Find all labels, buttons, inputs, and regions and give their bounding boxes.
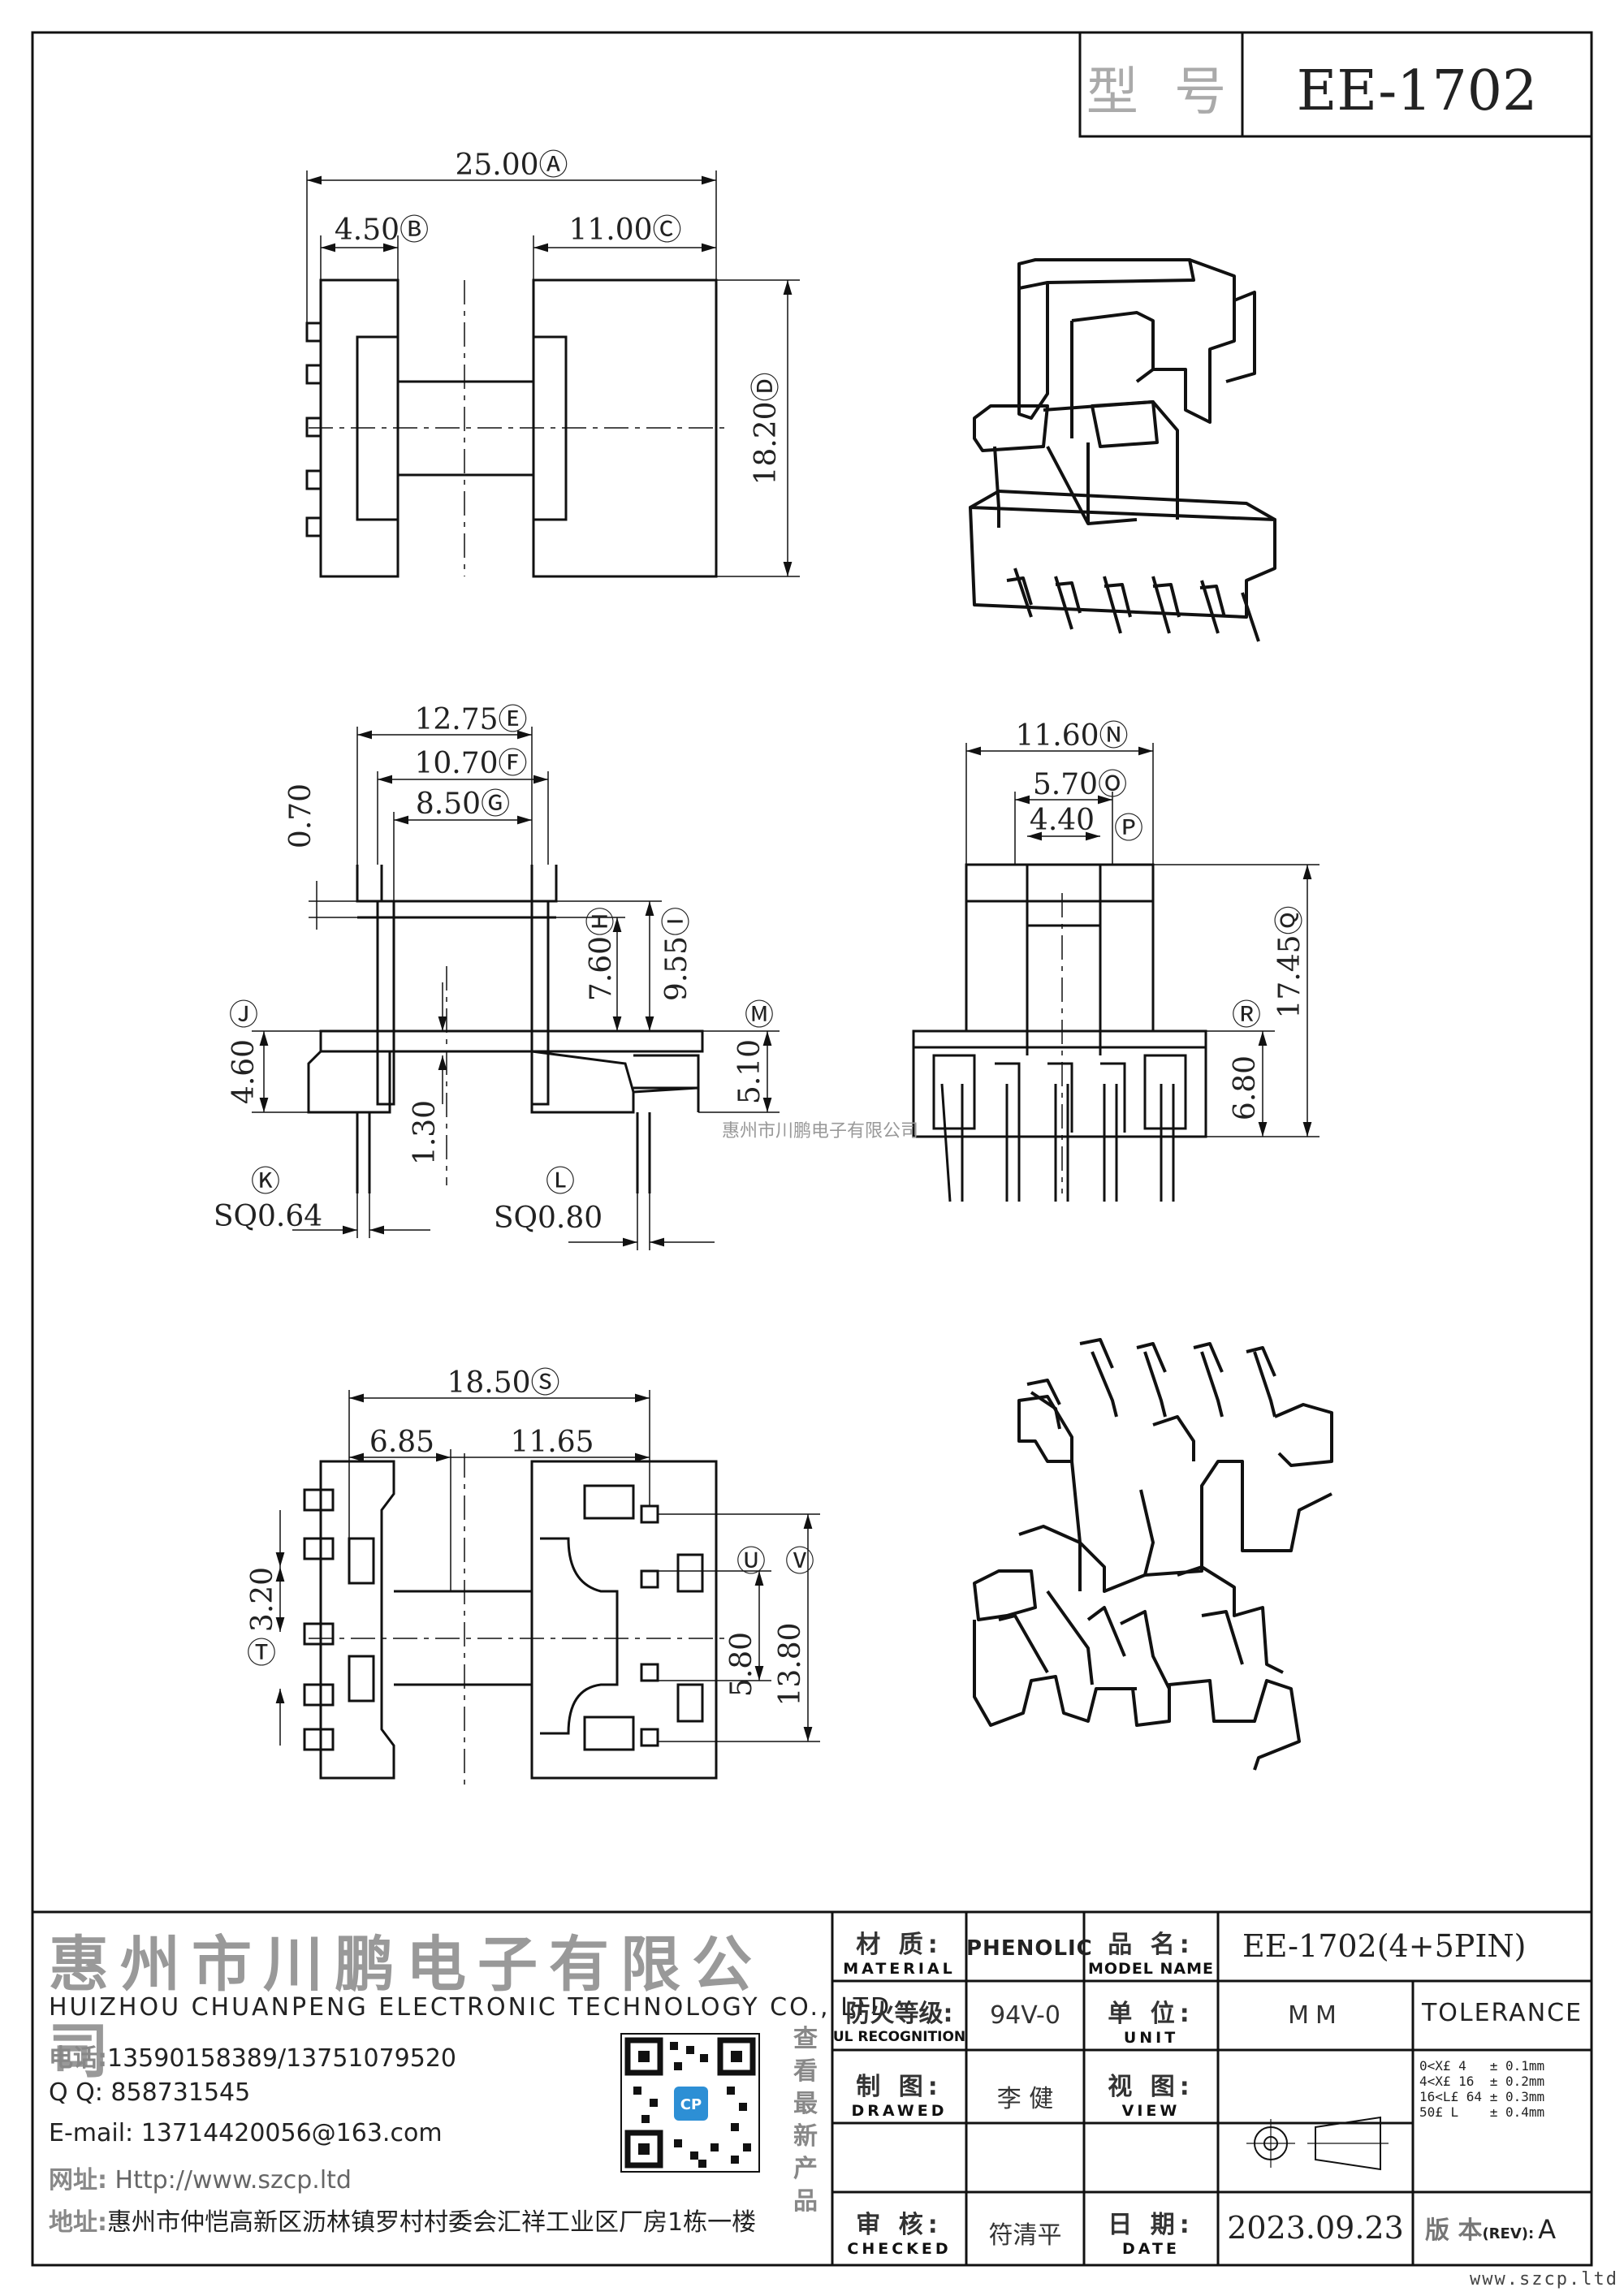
ul-label: 防火等级: UL RECOGNITION xyxy=(832,2000,966,2045)
iso-view-bottom xyxy=(973,1338,1333,1771)
address-label: 地址: xyxy=(49,2208,107,2237)
address-row: 地址:惠州市仲恺高新区沥林镇罗村村委会汇祥工业区厂房1栋一楼 xyxy=(49,2202,756,2238)
dim-320: 3.20 xyxy=(246,1567,279,1632)
dim-070: 0.70 xyxy=(284,783,317,848)
dim-685: 6.85 xyxy=(369,1426,434,1459)
date-value: 2023.09.23 xyxy=(1227,2210,1404,2246)
dim-r-marker: Ⓡ xyxy=(1232,999,1261,1032)
tolerance-row: 0<X£ 4 ± 0.1mm xyxy=(1419,2058,1545,2074)
drawed-value: 李 健 xyxy=(996,2085,1054,2113)
dim-a: 25.00Ⓐ xyxy=(455,149,568,182)
ul-value: 94V-0 xyxy=(990,2001,1060,2030)
dim-l-marker: Ⓛ xyxy=(546,1165,575,1198)
dim-s: 18.50Ⓢ xyxy=(447,1366,559,1400)
tolerance-table: 0<X£ 4 ± 0.1mm 4<X£ 16 ± 0.2mm 16<L£ 64 … xyxy=(1419,2058,1590,2120)
dim-u-marker: Ⓤ xyxy=(736,1545,766,1578)
dim-c: 11.00Ⓒ xyxy=(568,214,681,247)
address-value: 惠州市仲恺高新区沥林镇罗村村委会汇祥工业区厂房1栋一楼 xyxy=(107,2208,757,2237)
date-label: 日 期: DATE xyxy=(1108,2211,1194,2258)
drawed-label: 制 图: DRAWED xyxy=(851,2073,948,2120)
view-label: 视 图: VIEW xyxy=(1108,2073,1194,2120)
dim-1165: 11.65 xyxy=(510,1426,594,1459)
qr-caption: 查看最新产品 xyxy=(793,2025,818,2216)
phone-value: 13590158389/13751079520 xyxy=(107,2044,457,2073)
dim-sq080: SQ0.80 xyxy=(494,1202,603,1235)
watermark: 惠州市川鹏电子有限公司 xyxy=(722,1121,918,1142)
company-name-en: HUIZHOU CHUANPENG ELECTRONIC TECHNOLOGY … xyxy=(49,1993,892,2022)
dim-j-marker: Ⓙ xyxy=(229,999,258,1032)
company-name-cn: 惠州市川鹏电子有限公司 xyxy=(49,1930,763,2087)
dim-q: 17.45Ⓠ xyxy=(1273,905,1307,1018)
tolerance-row: 16<L£ 64 ± 0.3mm xyxy=(1419,2089,1545,2104)
model-name-label: 品 名: MODEL NAME xyxy=(1087,1931,1215,1978)
checked-label: 审 核: CHECKED xyxy=(847,2211,952,2258)
qr-badge: CP xyxy=(680,2096,702,2113)
dim-d: 18.20Ⓓ xyxy=(749,372,783,485)
front-view xyxy=(912,743,1320,1202)
qq-value: 858731545 xyxy=(110,2078,251,2107)
revision: 版 本(REV): A xyxy=(1425,2210,1592,2246)
rev-value: A xyxy=(1538,2214,1557,2245)
dim-o: 5.70Ⓞ xyxy=(1033,768,1127,801)
dim-k-marker: Ⓚ xyxy=(251,1165,280,1198)
tolerance-row: 4<X£ 16 ± 0.2mm xyxy=(1419,2074,1545,2089)
dim-680: 6.80 xyxy=(1229,1055,1262,1120)
dim-m-marker: Ⓜ xyxy=(745,999,774,1032)
dim-sq064: SQ0.64 xyxy=(214,1200,322,1233)
dim-h: 7.60Ⓗ xyxy=(585,907,618,1001)
rev-label-en: (REV): xyxy=(1482,2225,1535,2242)
dim-v-marker: Ⓥ xyxy=(785,1545,814,1578)
unit-label: 单 位: UNIT xyxy=(1108,2000,1194,2047)
email-row: E-mail: 13714420056@163.com xyxy=(49,2119,443,2147)
side-view xyxy=(252,727,780,1250)
iso-view-top xyxy=(969,258,1276,642)
email-label: E-mail: xyxy=(49,2119,134,2147)
dim-g: 8.50Ⓖ xyxy=(416,788,510,821)
bottom-view xyxy=(275,1390,820,1786)
dim-b: 4.50Ⓑ xyxy=(335,214,429,247)
top-view xyxy=(305,170,800,578)
sheet-border xyxy=(31,31,1593,2267)
qq-label: Q Q: xyxy=(49,2078,103,2107)
unit-value: MM xyxy=(1288,2001,1343,2030)
material-value: PHENOLIC xyxy=(966,1936,1093,1961)
dim-580: 5.80 xyxy=(725,1632,758,1697)
dim-510: 5.10 xyxy=(733,1039,767,1104)
dim-i: 9.55Ⓘ xyxy=(660,907,693,1001)
qq-row: Q Q: 858731545 xyxy=(49,2078,250,2107)
checked-value: 符清平 xyxy=(988,2221,1062,2250)
dim-460: 4.60 xyxy=(227,1039,261,1104)
qr-code: CP xyxy=(620,2033,760,2173)
model-header: 型 号 EE-1702 xyxy=(1078,31,1593,138)
dim-e: 12.75Ⓔ xyxy=(414,703,527,736)
dim-n: 11.60Ⓝ xyxy=(1015,719,1128,753)
dim-f: 10.70Ⓕ xyxy=(414,747,527,780)
phone-row: 电话:13590158389/13751079520 xyxy=(49,2038,456,2074)
dim-p-marker: Ⓟ xyxy=(1114,812,1143,845)
web-value[interactable]: Http://www.szcp.ltd xyxy=(114,2166,352,2195)
material-label: 材 质: MATERIAL xyxy=(843,1931,956,1978)
web-label: 网址: xyxy=(49,2166,107,2195)
model-value: EE-1702 xyxy=(1297,59,1538,123)
model-name-value: EE-1702(4+5PIN) xyxy=(1242,1928,1527,1964)
email-value[interactable]: 13714420056@163.com xyxy=(140,2119,443,2147)
model-label: 型 号 xyxy=(1086,63,1236,123)
dim-130: 1.30 xyxy=(408,1100,442,1165)
phone-label: 电话: xyxy=(49,2044,107,2073)
web-row: 网址: Http://www.szcp.ltd xyxy=(49,2160,352,2195)
footer-site: www.szcp.ltd xyxy=(1470,2269,1618,2290)
dim-440: 4.40 xyxy=(1030,804,1095,837)
dim-1380: 13.80 xyxy=(774,1622,807,1706)
tolerance-row: 50£ L ± 0.4mm xyxy=(1419,2104,1545,2120)
dim-t-marker: Ⓣ xyxy=(247,1637,276,1670)
rev-label-cn: 版 本 xyxy=(1425,2216,1483,2245)
title-block-grid xyxy=(32,1910,1592,2265)
tolerance-label: TOLERANCE xyxy=(1421,1999,1583,2027)
